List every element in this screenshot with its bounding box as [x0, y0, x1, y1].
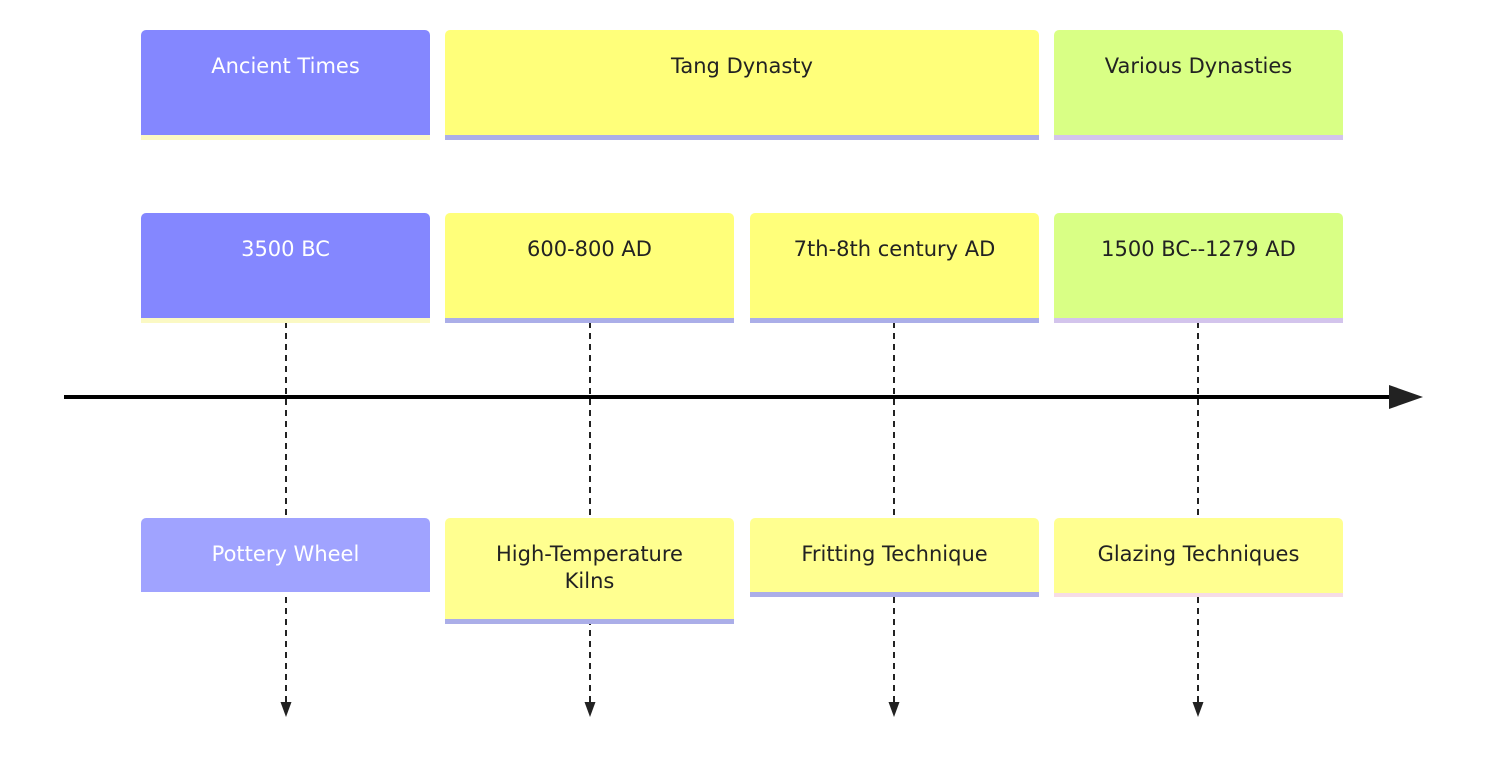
arrowhead-glazing	[1192, 702, 1204, 717]
event-fritting-technique: Fritting Technique	[750, 518, 1039, 597]
arrowhead-fritting	[888, 702, 900, 717]
event-high-temperature-kilns: High-Temperature Kilns	[445, 518, 734, 624]
section-various-dynasties: Various Dynasties	[1054, 30, 1343, 140]
event-pottery-wheel: Pottery Wheel	[141, 518, 430, 592]
period-7th-8th-century: 7th-8th century AD	[750, 213, 1039, 323]
period-label: 600-800 AD	[527, 237, 652, 261]
event-text: Fritting Technique	[801, 541, 987, 568]
section-label: Tang Dynasty	[671, 54, 813, 78]
event-glazing-techniques: Glazing Techniques	[1054, 518, 1343, 597]
timeline-axis-arrowhead	[1389, 385, 1423, 409]
section-label: Ancient Times	[211, 54, 360, 78]
event-label-line1: Glazing Techniques	[1097, 542, 1300, 566]
period-3500-bc: 3500 BC	[141, 213, 430, 323]
event-label-line2: Kilns	[564, 569, 615, 593]
section-tang-dynasty: Tang Dynasty	[445, 30, 1039, 140]
event-label-line1: High-Temperature	[496, 542, 683, 566]
arrowhead-kilns	[584, 702, 596, 717]
event-label-line1: Fritting Technique	[801, 542, 988, 566]
period-600-800-ad: 600-800 AD	[445, 213, 734, 323]
event-text: High-Temperature Kilns	[496, 541, 683, 595]
section-label: Various Dynasties	[1104, 54, 1293, 78]
event-text: Glazing Techniques	[1098, 541, 1300, 568]
period-1500bc-1279ad: 1500 BC--1279 AD	[1054, 213, 1343, 323]
period-label: 1500 BC--1279 AD	[1101, 237, 1296, 261]
section-ancient-times: Ancient Times	[141, 30, 430, 140]
event-label-line1: Pottery Wheel	[211, 542, 360, 566]
period-label: 3500 BC	[241, 237, 330, 261]
event-text: Pottery Wheel	[212, 541, 360, 568]
arrowhead-pottery-wheel	[280, 702, 292, 717]
period-label: 7th-8th century AD	[793, 237, 996, 261]
